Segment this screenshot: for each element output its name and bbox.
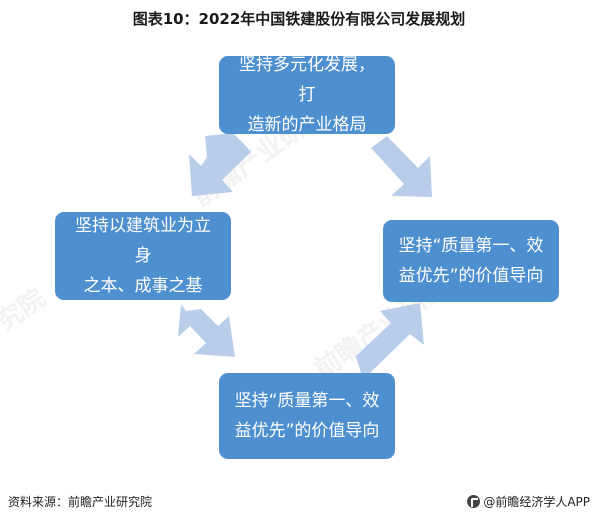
brand-logo-icon xyxy=(467,495,481,508)
node-text-line: 坚持多元化发展，打 xyxy=(239,55,375,105)
arrow-right-bottom-double xyxy=(356,303,424,380)
node-text-line: 益优先”的价值导向 xyxy=(398,266,544,286)
node-diversified-development: 坚持多元化发展，打 造新的产业格局 xyxy=(219,55,395,135)
node-quality-first: 坚持“质量第一、效 益优先”的价值导向 xyxy=(383,220,559,302)
node-quality-first-bottom: 坚持“质量第一、效 益优先”的价值导向 xyxy=(219,373,395,459)
node-text-line: 坚持“质量第一、效 xyxy=(398,236,544,256)
arrow-top-to-right xyxy=(371,136,432,197)
figure-title: 图表10：2022年中国铁建股份有限公司发展规划 xyxy=(132,10,466,28)
brand-text: @前瞻经济学人APP xyxy=(483,495,590,509)
source-note: 资料来源：前瞻产业研究院 xyxy=(8,495,153,509)
node-text-line: 坚持以建筑业为立身 xyxy=(75,216,211,266)
node-text-line: 坚持“质量第一、效 xyxy=(234,391,380,411)
arrow-left-bottom-double xyxy=(178,304,235,357)
node-text-line: 之本、成事之基 xyxy=(83,276,203,296)
node-text-line: 造新的产业格局 xyxy=(247,115,367,135)
node-construction-foundation: 坚持以建筑业为立身 之本、成事之基 xyxy=(55,212,231,300)
brand-credit: @前瞻经济学人APP xyxy=(467,493,590,510)
arrow-top-left-double xyxy=(189,133,251,196)
node-text-line: 益优先”的价值导向 xyxy=(234,421,380,441)
